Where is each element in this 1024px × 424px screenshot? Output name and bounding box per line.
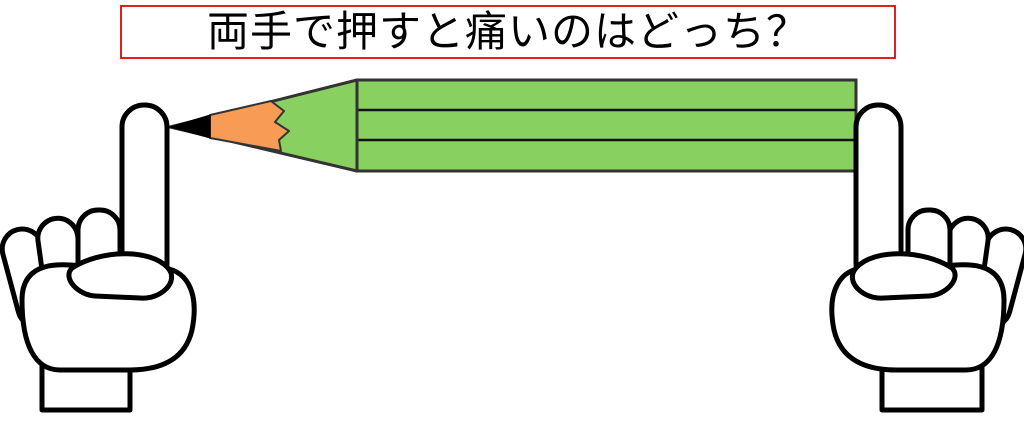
pencil-lead: [168, 114, 211, 139]
pencil-wood: [209, 100, 290, 152]
question-title: 両手で押すと痛いのはどっち？: [206, 7, 809, 56]
pointing-up-hand-icon: [829, 102, 1024, 413]
pencil-body: [355, 78, 858, 173]
question-title-box: 両手で押すと痛いのはどっち？: [120, 5, 896, 59]
right-hand: [829, 102, 1024, 413]
pencil: [168, 78, 858, 173]
pointing-up-hand-icon: [0, 102, 197, 413]
left-hand: [0, 102, 197, 413]
